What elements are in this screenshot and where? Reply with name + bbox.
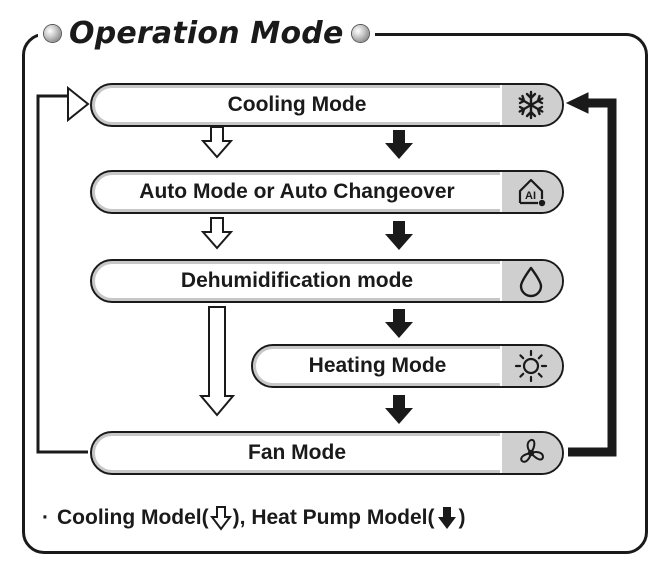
- hollow-down-arrow-icon: [200, 126, 234, 159]
- svg-text:AI: AI: [525, 190, 536, 202]
- dehumidification-mode-label: Dehumidification mode: [180, 269, 414, 292]
- cooling-mode-icon-cap: [500, 85, 562, 125]
- solid-down-arrow-icon: [385, 395, 413, 424]
- title-bar: Operation Mode: [38, 8, 375, 58]
- dehumidification-mode-pill: Dehumidification mode: [90, 259, 564, 303]
- dehumidification-mode-icon-cap: [500, 261, 562, 301]
- title-orb-left-icon: [44, 24, 61, 42]
- fan-mode-label: Fan Mode: [248, 441, 346, 464]
- cooling-mode-pill: Cooling Mode: [90, 83, 564, 127]
- legend-close: ): [458, 506, 466, 529]
- heating-mode-icon-cap: [500, 346, 562, 386]
- hollow-down-arrow-icon: [209, 506, 232, 531]
- auto-ai-icon: AI: [518, 178, 546, 207]
- hollow-long-down-arrow-icon: [198, 306, 236, 417]
- fan-mode-icon-cap: [500, 433, 562, 473]
- auto-mode-pill: Auto Mode or Auto Changeover AI: [90, 170, 564, 214]
- legend-separator: ),: [232, 506, 252, 529]
- water-drop-icon: [519, 266, 543, 298]
- cooling-loop-arrowhead-icon: [67, 85, 90, 123]
- cooling-loop-line: [36, 94, 88, 454]
- fan-icon: [520, 438, 544, 463]
- auto-mode-label: Auto Mode or Auto Changeover: [139, 180, 455, 203]
- legend-cooling-model-text: Cooling Model(: [57, 506, 209, 529]
- auto-mode-icon-cap: AI: [500, 172, 562, 212]
- legend: · Cooling Model( ), Heat Pump Model( ): [42, 505, 466, 531]
- solid-down-arrow-icon: [385, 221, 413, 250]
- heating-mode-pill: Heating Mode: [251, 344, 564, 388]
- title-orb-right-icon: [351, 24, 369, 42]
- sun-icon: [514, 349, 548, 383]
- heatpump-loop-arrowhead-icon: [565, 92, 589, 114]
- snowflake-icon: [518, 90, 544, 120]
- page-title: Operation Mode: [69, 15, 344, 51]
- solid-down-arrow-icon: [437, 507, 456, 529]
- fan-mode-pill: Fan Mode: [90, 431, 564, 475]
- heating-mode-label: Heating Mode: [308, 354, 447, 377]
- cooling-mode-label: Cooling Mode: [227, 93, 367, 116]
- hollow-down-arrow-icon: [200, 217, 234, 250]
- solid-down-arrow-icon: [385, 130, 413, 159]
- solid-down-arrow-icon: [385, 309, 413, 338]
- legend-bullet: ·: [42, 506, 49, 529]
- legend-heat-pump-model-text: Heat Pump Model(: [251, 506, 435, 529]
- heatpump-loop-line: [568, 98, 617, 457]
